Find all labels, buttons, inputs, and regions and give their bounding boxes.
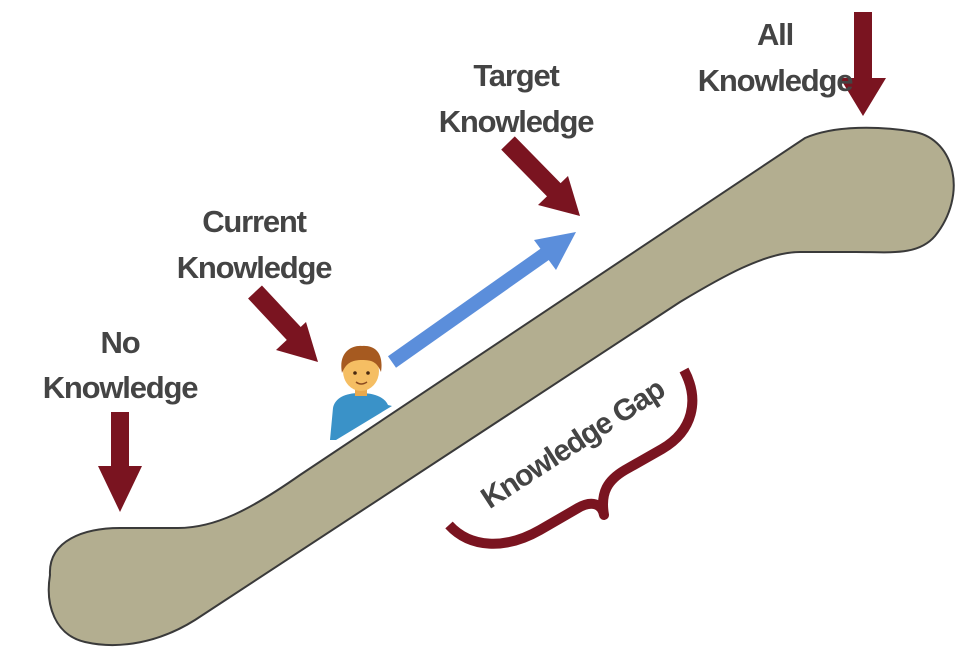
person-hair xyxy=(341,345,382,373)
current-knowledge-label: Current Knowledge xyxy=(177,204,334,285)
no-knowledge-arrow xyxy=(98,412,142,512)
all-knowledge-label: All Knowledge xyxy=(698,17,855,98)
target-knowledge-line1: Target xyxy=(473,58,559,93)
person-shirt xyxy=(330,393,392,440)
up-right-arrow-icon xyxy=(387,232,576,368)
person-eye-right xyxy=(366,371,370,375)
all-knowledge-line2: Knowledge xyxy=(698,63,853,98)
current-knowledge-line2: Knowledge xyxy=(177,250,332,285)
person-icon xyxy=(330,345,392,440)
person-eye-left xyxy=(353,371,357,375)
target-knowledge-line2: Knowledge xyxy=(439,104,594,139)
no-knowledge-label: No Knowledge xyxy=(43,325,200,405)
current-knowledge-arrow xyxy=(248,285,318,362)
target-knowledge-arrow xyxy=(501,136,580,216)
escalator-body xyxy=(47,126,955,647)
target-knowledge-label: Target Knowledge xyxy=(439,58,596,139)
curly-brace-icon xyxy=(445,367,698,549)
no-knowledge-line1: No xyxy=(101,325,140,360)
all-knowledge-arrow xyxy=(840,12,886,116)
all-knowledge-line1: All xyxy=(757,17,793,52)
no-knowledge-line2: Knowledge xyxy=(43,370,198,405)
current-knowledge-line1: Current xyxy=(202,204,306,239)
person-mouth xyxy=(355,381,368,385)
